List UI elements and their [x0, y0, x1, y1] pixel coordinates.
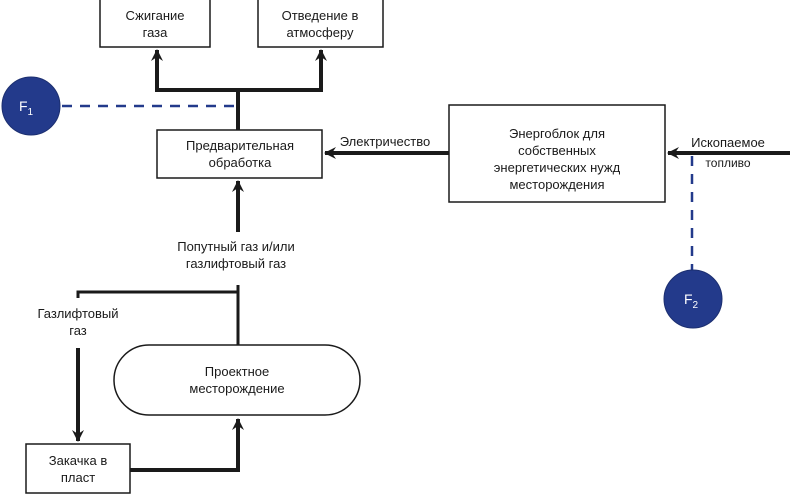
box-injection-line1: Закачка в: [49, 453, 108, 468]
label-electricity: Электричество: [340, 134, 430, 149]
connector-split-bar: [155, 60, 323, 92]
box-power-unit-line4: месторождения: [509, 177, 604, 192]
svg-text:собственных: собственных: [518, 143, 596, 158]
svg-text:месторождения: месторождения: [509, 177, 604, 192]
box-power-unit-line3: энергетических нужд: [494, 160, 621, 175]
box-power-unit-line1: Энергоблок для: [509, 126, 605, 141]
dashed-links: [62, 104, 694, 270]
box-pretreatment[interactable]: Предварительная обработка: [156, 129, 323, 179]
svg-text:Предварительная: Предварительная: [186, 138, 294, 153]
svg-text:Отведение в: Отведение в: [282, 8, 359, 23]
box-field-line1: Проектное: [205, 364, 269, 379]
connector-gaslift-bar: [76, 290, 238, 298]
svg-text:пласт: пласт: [61, 470, 95, 485]
svg-text:F1: F1: [19, 98, 34, 118]
svg-text:энергетических нужд: энергетических нужд: [494, 160, 621, 175]
box-field-line2: месторождение: [189, 381, 284, 396]
label-gaslift-gas-line2: газ: [69, 323, 87, 338]
node-f2-letter: F: [684, 291, 693, 307]
svg-text:обработка: обработка: [209, 155, 272, 170]
box-venting-line2: атмосферу: [286, 25, 354, 40]
label-gaslift-gas-line1: Газлифтовый: [37, 306, 118, 321]
box-power-unit[interactable]: Энергоблок для собственных энергетически…: [448, 104, 666, 203]
svg-text:Энергоблок для: Энергоблок для: [509, 126, 605, 141]
svg-text:Проектное: Проектное: [205, 364, 269, 379]
box-pretreatment-line2: обработка: [209, 155, 272, 170]
arrow-injection-to-field: [130, 418, 244, 472]
box-power-unit-line2: собственных: [518, 143, 596, 158]
svg-text:газа: газа: [143, 25, 169, 40]
svg-text:Сжигание: Сжигание: [126, 8, 185, 23]
label-fossil-fuel-line1: Ископаемое: [691, 135, 765, 150]
node-f2[interactable]: F2: [663, 269, 723, 329]
connectors: [72, 49, 790, 472]
box-venting-line1: Отведение в: [282, 8, 359, 23]
node-f2-sub: 2: [693, 300, 699, 311]
box-field[interactable]: Проектное месторождение: [113, 344, 361, 416]
label-associated-gas-line2: газлифтовый газ: [186, 256, 286, 271]
svg-text:F2: F2: [684, 291, 699, 311]
svg-text:месторождение: месторождение: [189, 381, 284, 396]
node-f1-sub: 1: [28, 107, 34, 118]
label-associated-gas-line1: Попутный газ и/или: [177, 239, 295, 254]
box-injection-line2: пласт: [61, 470, 95, 485]
box-injection[interactable]: Закачка в пласт: [25, 443, 131, 494]
box-venting[interactable]: Отведение в атмосферу: [257, 0, 384, 48]
svg-text:Закачка в: Закачка в: [49, 453, 108, 468]
svg-text:атмосферу: атмосферу: [286, 25, 354, 40]
box-pretreatment-line1: Предварительная: [186, 138, 294, 153]
box-flaring[interactable]: Сжигание газа: [99, 0, 211, 48]
node-f1[interactable]: F1: [1, 76, 61, 136]
box-flaring-line1: Сжигание: [126, 8, 185, 23]
box-flaring-line2: газа: [143, 25, 169, 40]
node-f1-letter: F: [19, 98, 28, 114]
label-fossil-fuel-line2: топливо: [705, 156, 750, 170]
